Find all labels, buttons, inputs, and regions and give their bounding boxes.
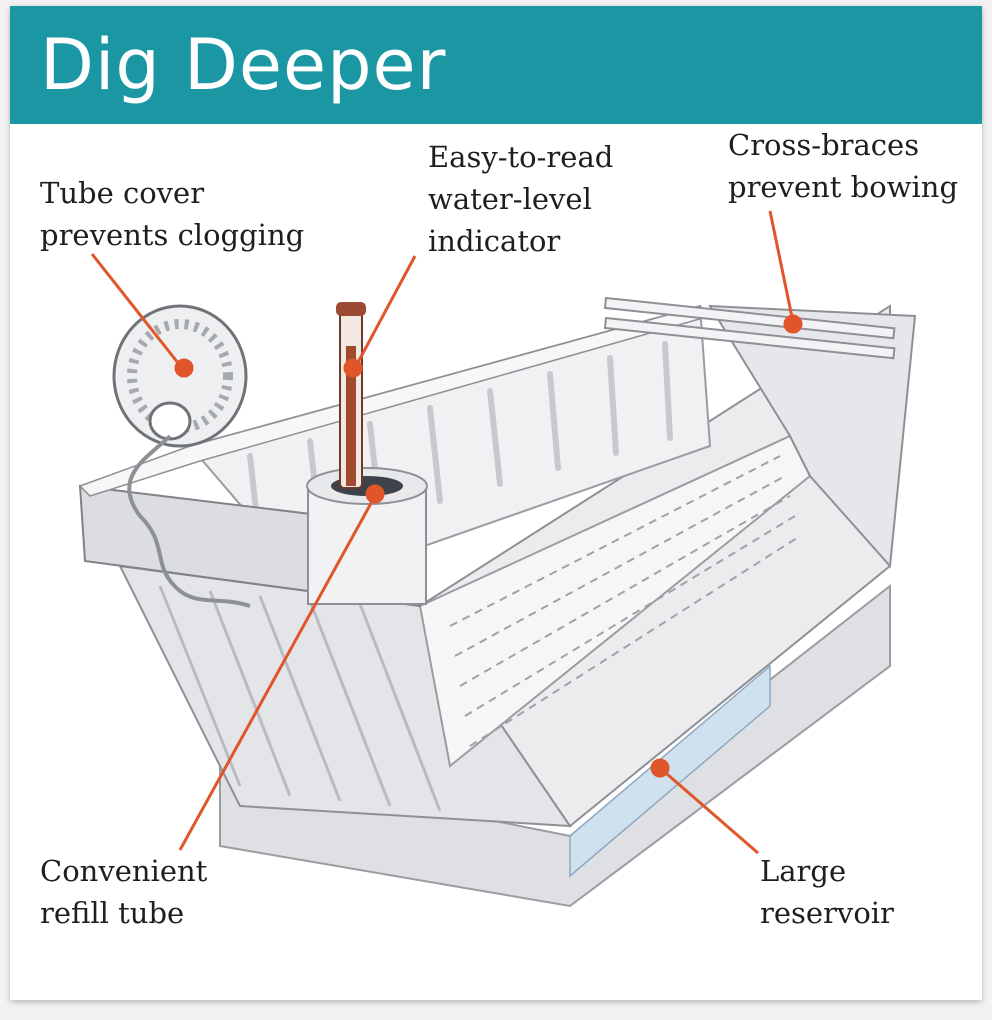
callout-lines [90, 210, 803, 855]
callout-indicator-line3: indicator [428, 224, 561, 258]
callout-tube-cover: Tube cover prevents clogging [40, 172, 304, 256]
callout-cross-braces: Cross-braces prevent bowing [728, 124, 958, 208]
callout-indicator: Easy-to-read water-level indicator [428, 136, 613, 262]
front-ribs [158, 585, 442, 812]
callout-indicator-line2: water-level [428, 182, 592, 216]
page-title: Dig Deeper [40, 24, 447, 106]
callout-tube-cover-line1: Tube cover [40, 176, 205, 210]
planter-illustration [78, 210, 917, 908]
title-banner: Dig Deeper [10, 6, 982, 124]
callout-reservoir: Large reservoir [760, 850, 894, 934]
callout-cross-braces-line1: Cross-braces [728, 128, 920, 162]
callout-reservoir-line1: Large [760, 854, 847, 888]
callout-reservoir-line2: reservoir [760, 896, 894, 930]
tube-cover-hose [127, 434, 251, 608]
callout-indicator-line1: Easy-to-read [428, 140, 614, 174]
planter-end-wall [708, 304, 917, 569]
callout-refill-tube-line2: refill tube [40, 896, 185, 930]
infographic-card: Dig Deeper [10, 6, 982, 1000]
callout-cross-braces-line2: prevent bowing [728, 170, 959, 204]
callout-refill-tube-line1: Convenient [40, 854, 208, 888]
cross-braces [603, 296, 896, 360]
callout-tube-cover-line2: prevents clogging [40, 218, 305, 252]
screen-slots [449, 455, 801, 747]
reservoir-water-window [569, 664, 771, 878]
callout-refill-tube: Convenient refill tube [40, 850, 207, 934]
